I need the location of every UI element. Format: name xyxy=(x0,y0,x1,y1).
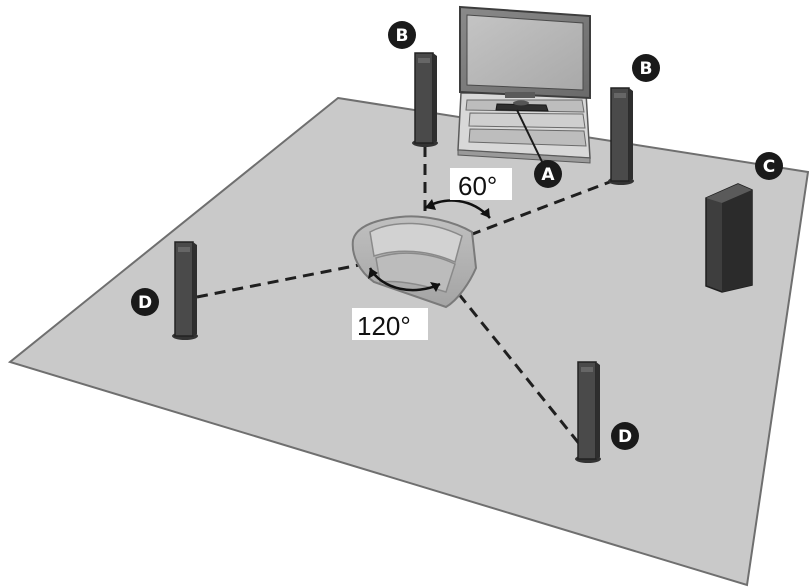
svg-text:D: D xyxy=(138,293,152,313)
angle-label-60: 60° xyxy=(458,171,497,201)
marker-c: C xyxy=(755,152,783,180)
television xyxy=(459,5,591,100)
angle-label-120: 120° xyxy=(357,311,411,341)
angle-label-120-bg xyxy=(352,308,428,340)
floor-plane xyxy=(7,96,809,587)
rear-right-speaker xyxy=(575,361,601,463)
marker-d-right: D xyxy=(611,422,639,450)
main-unit xyxy=(495,100,549,112)
marker-a-leader xyxy=(516,109,546,169)
marker-a: A xyxy=(534,160,562,188)
front-left-speaker xyxy=(412,52,438,147)
svg-text:B: B xyxy=(640,59,653,79)
front-right-speaker xyxy=(608,87,634,185)
marker-b-right: B xyxy=(632,54,660,82)
svg-text:B: B xyxy=(396,26,409,46)
angle-arc-60 xyxy=(424,199,491,219)
armchair xyxy=(351,215,478,309)
marker-b-left: B xyxy=(388,21,416,49)
angle-label-60-bg xyxy=(450,168,512,200)
subwoofer xyxy=(705,183,753,293)
rear-left-speaker xyxy=(172,241,198,340)
angle-arc-120 xyxy=(368,267,441,292)
svg-text:D: D xyxy=(618,427,632,447)
svg-text:A: A xyxy=(541,165,555,185)
svg-text:C: C xyxy=(763,157,775,177)
marker-d-left: D xyxy=(131,288,159,316)
